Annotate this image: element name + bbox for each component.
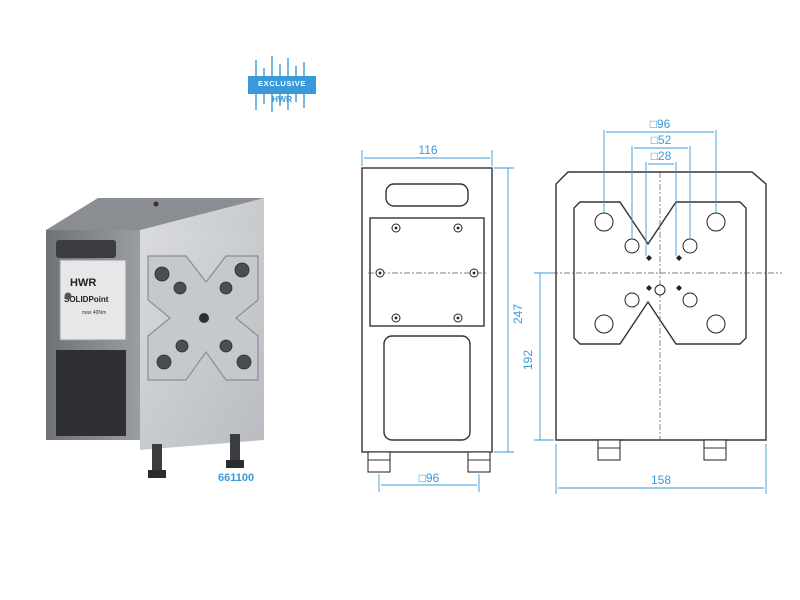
product-render: HWR SOLIDPoint max 40Nm [46, 198, 264, 478]
side-holes [594, 212, 726, 334]
side-view-drawing: □96 □52 □28 192 158 [521, 117, 782, 494]
side-centerlines [540, 172, 782, 440]
pin-left [152, 444, 162, 474]
side-height-dim: 192 [521, 350, 535, 370]
front-bolts [375, 223, 479, 323]
torque-label: max 40Nm [82, 310, 106, 316]
side-width-dim: 158 [651, 473, 671, 487]
side-screw [64, 292, 72, 300]
side-pins [597, 439, 727, 461]
side-hole-markers [646, 255, 682, 291]
front-outline [361, 167, 493, 453]
front-top-slot [385, 183, 469, 207]
exclusive-hwr-badge: EXCLUSIVE HWR [248, 56, 316, 112]
pin-right-base [226, 460, 244, 468]
pin-left-base [148, 470, 166, 478]
front-bolt-centers [378, 226, 476, 320]
front-height-dim: 247 [511, 304, 525, 324]
clamping-buttons [154, 262, 252, 370]
side-cavity [56, 350, 126, 436]
front-pins [367, 451, 491, 473]
badge-barcode-lines [255, 56, 305, 112]
front-width-dim: 116 [418, 143, 437, 157]
front-dimensions [361, 150, 514, 492]
part-number: 661100 [218, 472, 255, 484]
brand-label: HWR [70, 277, 96, 289]
side-slot-top [56, 240, 116, 258]
side-dim-outer: □96 [650, 117, 671, 131]
side-dim-middle: □52 [651, 133, 672, 147]
side-label-plate [59, 259, 127, 341]
front-pin-spacing-dim: □96 [419, 471, 440, 485]
side-outline [555, 171, 767, 441]
badge-line2: HWR [272, 94, 292, 104]
front-pocket [383, 335, 471, 441]
front-view-drawing: 116 247 □96 [361, 143, 525, 492]
product-line-label: SOLIDPoint [64, 295, 109, 304]
side-dim-inner: □28 [651, 149, 672, 163]
side-dimensions [534, 130, 767, 494]
top-hole [153, 201, 159, 207]
pin-right [230, 434, 240, 464]
badge-banner [248, 76, 316, 94]
center-bore [199, 313, 209, 323]
badge-line1: EXCLUSIVE [258, 79, 306, 88]
side-x-plate [573, 201, 747, 345]
front-plate [369, 217, 485, 327]
